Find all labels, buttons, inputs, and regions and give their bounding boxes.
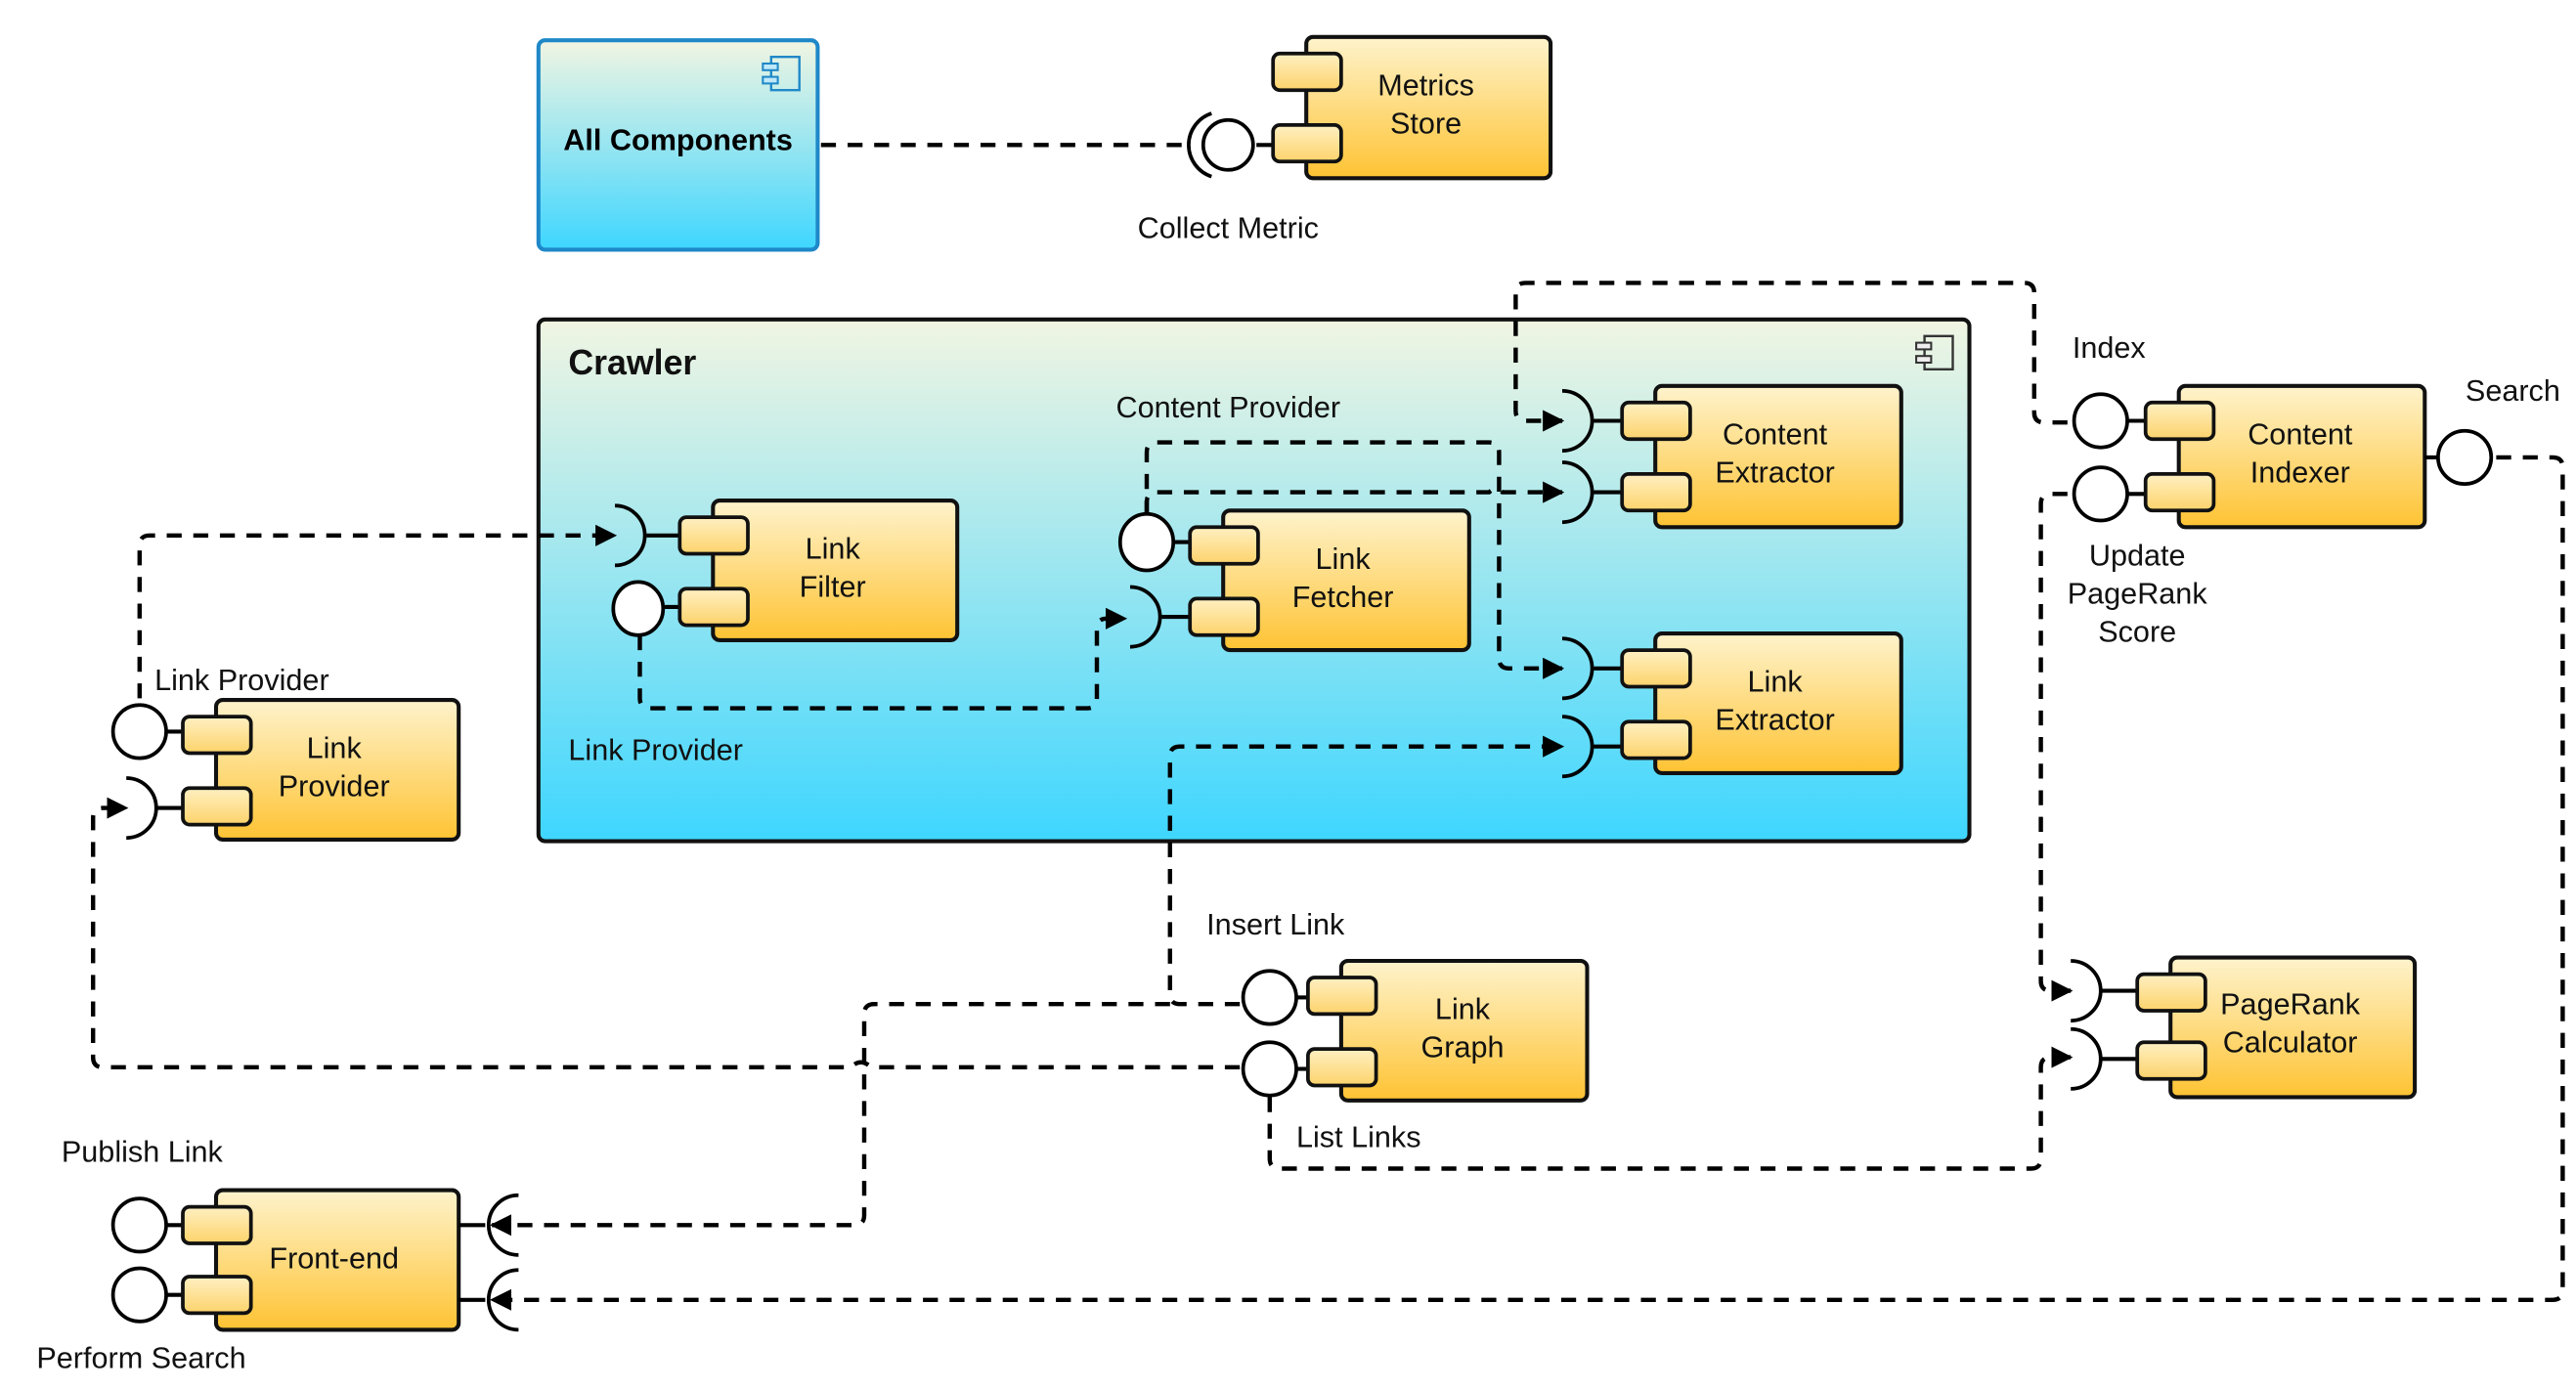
component-content-extractor[interactable]: Content Extractor [1561, 383, 1903, 530]
component-label-line1: PageRank [2220, 987, 2361, 1021]
component-label-line2: Indexer [2250, 456, 2350, 489]
connector-list-links-to-pagerank [1267, 1046, 2074, 1171]
component-label-line2: Provider [279, 770, 390, 804]
required-interface [1561, 460, 1594, 525]
component-label-line1: Metrics [1377, 68, 1474, 102]
required-interface [1561, 715, 1594, 779]
interface-labels: Collect Metric Content Provider Link Pro… [36, 212, 2559, 1375]
connector-publish-link [489, 1001, 1170, 1237]
provided-interface [110, 1266, 168, 1324]
provided-interface [110, 1196, 168, 1254]
component-link-extractor[interactable]: Link Extractor [1561, 631, 1903, 779]
connector-link-provider-to-filter [137, 524, 618, 699]
provided-interface [110, 703, 168, 760]
component-label-line1: Link [1316, 543, 1372, 576]
all-components-container[interactable]: All Components [536, 38, 820, 252]
component-icon [1915, 334, 1954, 370]
required-interface [1561, 636, 1594, 701]
required-interface [2071, 959, 2103, 1023]
connectors [90, 143, 2565, 1311]
connector-extractor-to-indexer [1513, 281, 2068, 432]
component-label-line2: Fetcher [1292, 581, 1394, 614]
required-interface [1187, 111, 1212, 179]
connector-fetcher-to-link-extractor [1144, 440, 1565, 679]
required-interface [1561, 389, 1594, 453]
component-pagerank-calculator[interactable]: PageRank Calculator [2071, 955, 2418, 1100]
component-link-fetcher[interactable]: Link Fetcher [1117, 508, 1471, 653]
component-label-line2: Filter [800, 571, 866, 604]
label-list-links: List Links [1296, 1120, 1421, 1153]
component-label-line2: Extractor [1715, 456, 1834, 489]
label-perform-search: Perform Search [36, 1342, 245, 1375]
label-publish-link: Publish Link [62, 1136, 224, 1169]
label-update-pagerank-line1: Update [2089, 539, 2186, 572]
component-label-line1: Link [1748, 666, 1804, 699]
connector-insert-link [1167, 735, 1565, 1007]
component-link-filter[interactable]: Link Filter [611, 499, 960, 642]
component-content-indexer[interactable]: Content Indexer [2072, 383, 2494, 530]
provided-interface [611, 580, 666, 637]
provided-interface [2072, 465, 2129, 523]
label-collect-metric: Collect Metric [1138, 212, 1319, 245]
component-label-line2: Extractor [1715, 704, 1834, 737]
label-update-pagerank-line3: Score [2098, 616, 2176, 649]
provided-interface [1241, 1040, 1298, 1098]
component-icon [762, 56, 801, 92]
label-update-pagerank-line2: PageRank [2068, 578, 2208, 611]
label-insert-link: Insert Link [1206, 908, 1345, 941]
required-interface [126, 776, 158, 841]
component-metrics-store[interactable]: Metrics Store [1187, 34, 1553, 181]
component-label-line2: Store [1390, 107, 1462, 140]
connector-fetcher-to-content-extractor [1144, 481, 1565, 512]
provided-interface [2072, 392, 2129, 450]
connector-search [489, 455, 2565, 1311]
label-index: Index [2073, 331, 2146, 365]
label-link-provider-inner: Link Provider [568, 733, 743, 766]
component-front-end[interactable]: Front-end [110, 1188, 519, 1332]
component-label: Front-end [269, 1242, 399, 1276]
component-link-graph[interactable]: Link Graph [1241, 958, 1590, 1103]
required-interface [614, 503, 647, 568]
connector-list-links-to-link-provider [90, 797, 1241, 1070]
label-content-provider: Content Provider [1116, 391, 1341, 424]
required-interface [487, 1193, 519, 1257]
component-label-line2: Graph [1420, 1031, 1504, 1064]
container-label-crawler: Crawler [568, 343, 696, 382]
required-interface [487, 1268, 519, 1332]
component-label-line2: Calculator [2223, 1026, 2358, 1060]
provided-interface [2436, 428, 2494, 486]
required-interface [2071, 1026, 2103, 1091]
provided-interface [1241, 969, 1298, 1026]
provided-interface [1201, 117, 1255, 172]
component-link-provider[interactable]: Link Provider [110, 698, 461, 842]
required-interface [1129, 585, 1162, 649]
label-link-provider-outer: Link Provider [154, 664, 329, 697]
component-label-line1: Content [2248, 417, 2353, 451]
container-label-all-components: All Components [563, 123, 793, 156]
component-label-line1: Link [307, 732, 363, 765]
label-search: Search [2466, 374, 2560, 408]
provided-interface [1117, 511, 1176, 573]
connector-update-pagerank [2038, 492, 2074, 1002]
component-label-line1: Link [806, 533, 861, 566]
component-label-line1: Content [1723, 417, 1828, 451]
component-label-line1: Link [1435, 992, 1491, 1025]
